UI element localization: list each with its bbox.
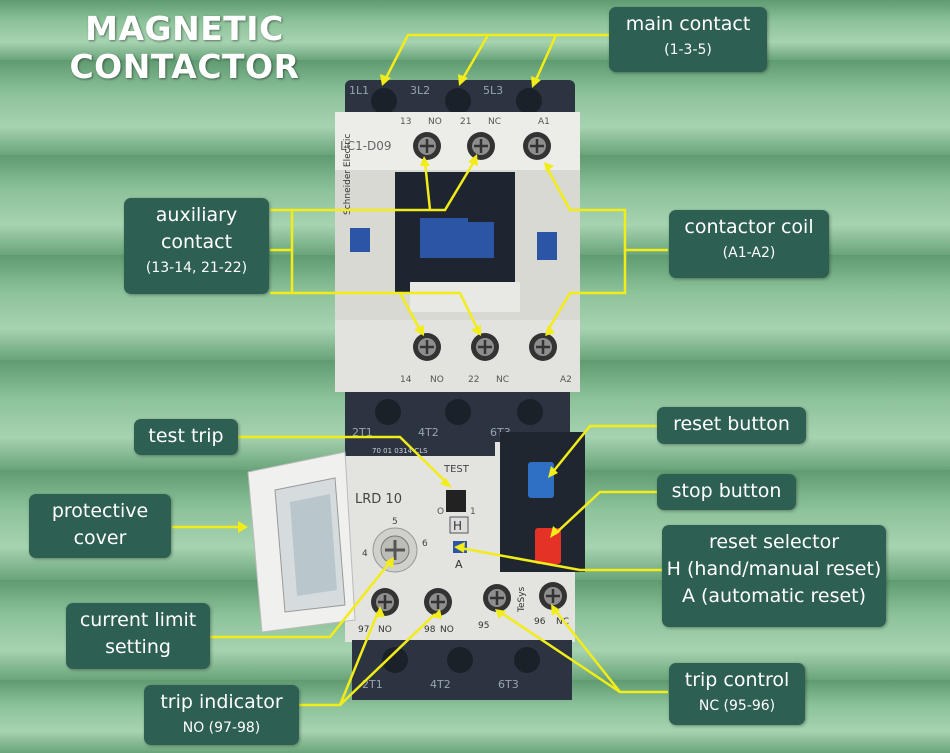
diagram-title: MAGNETIC CONTACTOR — [57, 10, 312, 86]
aux-bottom-label-a2: A2 — [560, 375, 572, 385]
dial-number-4: 4 — [362, 549, 368, 559]
aux-bottom-label-no: NO — [430, 375, 444, 385]
tesys-label: TeSys — [517, 586, 527, 613]
test-trip-title: test trip — [148, 425, 224, 447]
test-trip-slot — [446, 490, 466, 512]
reset-selector-line2: H (hand/manual reset) — [666, 558, 882, 580]
relay-screw-95 — [483, 584, 511, 612]
reset-selector-line1: reset selector — [708, 531, 840, 553]
callout-trip-control: trip control NC (95-96) — [669, 663, 805, 725]
stop-button-title: stop button — [671, 480, 782, 502]
dial-number-5: 5 — [392, 517, 398, 527]
bottom-terminal-6t3: 6T3 — [498, 678, 519, 691]
model-label: LC1-D09 — [340, 139, 392, 153]
main-contact-title: main contact — [625, 13, 751, 35]
terminal-label-5l3: 5L3 — [483, 84, 503, 97]
relay-screw-98 — [424, 588, 452, 616]
reset-button-shape — [528, 462, 554, 498]
aux-bottom-label-22: 22 — [468, 375, 479, 385]
main-contact-detail: (1-3-5) — [664, 42, 712, 58]
auxiliary-contact-line1: auxiliary — [155, 204, 238, 226]
callout-test-trip: test trip — [134, 419, 238, 455]
contactor-coil-detail: (A1-A2) — [722, 245, 776, 261]
aux-bottom-label-nc: NC — [496, 375, 509, 385]
selector-letter-h: H — [453, 519, 462, 533]
relay-label-no-1: NO — [378, 625, 392, 635]
relay-label-98: 98 — [424, 625, 436, 635]
bottom-terminal-4t2: 4T2 — [430, 678, 451, 691]
protective-cover-line1: protective — [51, 500, 149, 522]
callout-protective-cover: protective cover — [29, 494, 171, 558]
mid-terminal-2t1: 2T1 — [352, 426, 373, 439]
brand-label: Schneider Electric — [343, 134, 353, 215]
reset-selector-line3: A (automatic reset) — [681, 585, 867, 607]
protective-cover-shape — [247, 451, 356, 633]
trip-indicator-detail: NO (97-98) — [182, 720, 261, 736]
trip-indicator-title: trip indicator — [160, 691, 283, 713]
aux-screw-14 — [413, 333, 441, 361]
relay-screw-97 — [371, 588, 399, 616]
terminal-label-1l1: 1L1 — [349, 84, 369, 97]
trip-control-detail: NC (95-96) — [698, 698, 776, 714]
auxiliary-contact-line2: contact — [160, 231, 233, 253]
aux-top-label-a1: A1 — [538, 117, 550, 127]
aux-screw-21 — [467, 132, 495, 160]
relay-mark-1: 1 — [470, 507, 476, 517]
aux-screw-22 — [471, 333, 499, 361]
relay-label-97: 97 — [358, 625, 369, 635]
callout-reset-button: reset button — [657, 407, 806, 444]
relay-label-no-2: NO — [440, 625, 454, 635]
terminal-label-3l2: 3L2 — [410, 84, 430, 97]
trip-control-title: trip control — [684, 669, 790, 691]
stop-button-shape — [535, 528, 561, 564]
callout-auxiliary-contact: auxiliary contact (13-14, 21-22) — [124, 198, 269, 294]
contactor-coil-title: contactor coil — [684, 216, 814, 238]
relay-model-label: LRD 10 — [355, 492, 402, 507]
aux-top-label-21: 21 — [460, 117, 471, 127]
aux-top-label-13: 13 — [400, 117, 411, 127]
callout-stop-button: stop button — [657, 474, 796, 510]
coil-screw-a1 — [523, 132, 551, 160]
selector-letter-a: A — [455, 558, 463, 571]
main-terminal-3 — [445, 88, 471, 114]
title-line-1: MAGNETIC — [85, 9, 284, 48]
aux-screw-13 — [413, 132, 441, 160]
main-terminal-1 — [371, 88, 397, 114]
aux-top-label-no: NO — [428, 117, 442, 127]
test-label: TEST — [443, 464, 470, 475]
callout-trip-indicator: trip indicator NO (97-98) — [144, 685, 299, 745]
relay-label-nc: NC — [556, 617, 569, 627]
callout-current-limit: current limit setting — [66, 603, 210, 669]
reset-button-title: reset button — [673, 413, 790, 435]
aux-bottom-label-14: 14 — [400, 375, 412, 385]
relay-strip-label: 70 01 0314 CLS — [372, 447, 428, 455]
aux-top-label-nc: NC — [488, 117, 501, 127]
callout-reset-selector: reset selector H (hand/manual reset) A (… — [662, 525, 886, 627]
relay-label-95: 95 — [478, 621, 489, 631]
callout-main-contact: main contact (1-3-5) — [609, 7, 767, 72]
protective-cover-line2: cover — [73, 527, 127, 549]
relay-mark-o: O — [437, 507, 444, 517]
relay-label-96: 96 — [534, 617, 546, 627]
current-dial — [372, 527, 418, 573]
dial-number-6: 6 — [422, 539, 428, 549]
title-line-2: CONTACTOR — [69, 47, 300, 86]
mid-terminal-4t2: 4T2 — [418, 426, 439, 439]
main-terminal-5 — [516, 88, 542, 114]
coil-screw-a2 — [529, 333, 557, 361]
callout-contactor-coil: contactor coil (A1-A2) — [669, 210, 829, 278]
bottom-terminal-2t1: 2T1 — [362, 678, 383, 691]
current-limit-line2: setting — [105, 636, 171, 658]
reset-selector-knob — [453, 541, 467, 553]
relay-screw-96 — [539, 582, 567, 610]
current-limit-line1: current limit — [79, 609, 197, 631]
auxiliary-contact-detail: (13-14, 21-22) — [145, 260, 248, 276]
